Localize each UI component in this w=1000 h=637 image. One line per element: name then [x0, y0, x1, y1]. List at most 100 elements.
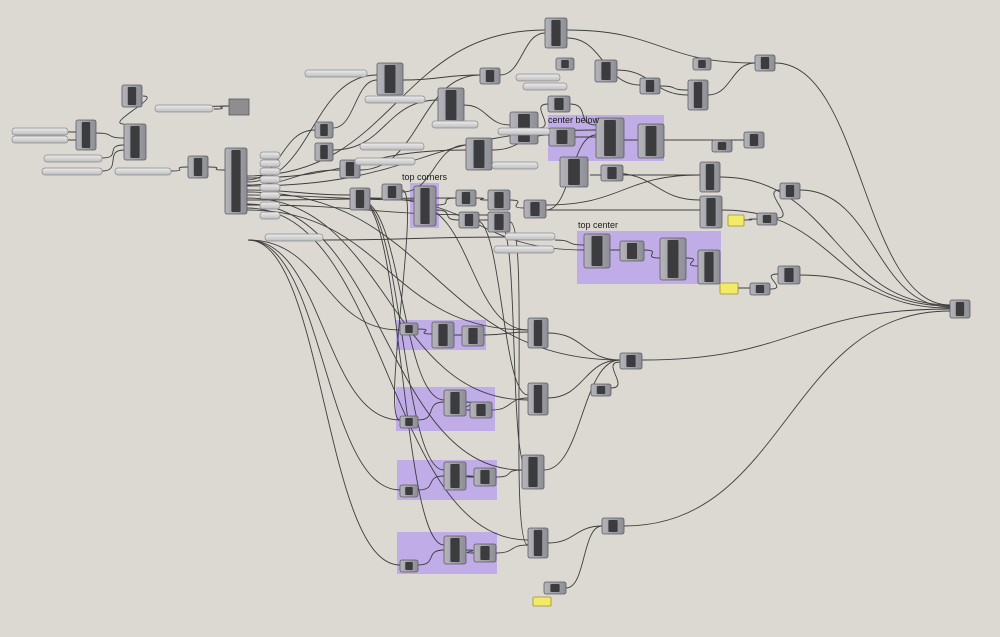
component-node[interactable]: [437, 87, 465, 123]
component-node[interactable]: [121, 84, 143, 108]
component-node[interactable]: [779, 182, 801, 200]
component-node[interactable]: [349, 187, 371, 211]
component-node[interactable]: [473, 467, 497, 487]
component-node[interactable]: [399, 322, 419, 336]
component-node[interactable]: [777, 265, 801, 285]
number-slider[interactable]: [354, 157, 416, 166]
component-node[interactable]: [339, 159, 361, 179]
yellow-panel[interactable]: [532, 596, 552, 607]
component-node[interactable]: [619, 240, 645, 262]
component-node[interactable]: [699, 161, 721, 193]
component-node[interactable]: [443, 535, 467, 565]
component-node[interactable]: [559, 156, 589, 188]
number-slider[interactable]: [41, 167, 103, 176]
number-slider[interactable]: [259, 201, 281, 210]
number-slider[interactable]: [259, 191, 281, 200]
number-slider[interactable]: [497, 127, 551, 136]
number-slider[interactable]: [114, 167, 172, 176]
component-node[interactable]: [413, 185, 437, 227]
component-node[interactable]: [187, 155, 209, 179]
component-node[interactable]: [697, 249, 721, 285]
number-slider[interactable]: [364, 95, 426, 104]
component-node[interactable]: [465, 137, 493, 171]
component-node[interactable]: [590, 383, 612, 397]
number-slider[interactable]: [515, 73, 561, 82]
component-node[interactable]: [687, 79, 709, 111]
component-node[interactable]: [548, 127, 576, 147]
number-slider[interactable]: [304, 69, 368, 78]
number-slider[interactable]: [259, 159, 281, 168]
number-slider[interactable]: [493, 245, 555, 254]
component-node[interactable]: [381, 183, 403, 201]
component-node[interactable]: [443, 461, 467, 491]
component-node[interactable]: [455, 189, 477, 207]
component-node[interactable]: [75, 119, 97, 151]
number-slider[interactable]: [359, 142, 425, 151]
component-node[interactable]: [443, 389, 467, 417]
wire: [435, 209, 460, 221]
component-node[interactable]: [431, 321, 455, 349]
component-node[interactable]: [461, 325, 485, 347]
component-node[interactable]: [527, 382, 549, 416]
component-node[interactable]: [479, 67, 501, 85]
number-slider[interactable]: [259, 175, 281, 184]
wire: [101, 149, 125, 172]
component-node[interactable]: [583, 233, 611, 269]
component-node[interactable]: [595, 117, 625, 159]
component-node[interactable]: [544, 17, 568, 49]
component-node[interactable]: [523, 199, 547, 219]
component-node[interactable]: [123, 123, 147, 161]
component-node[interactable]: [555, 57, 575, 71]
number-slider[interactable]: [504, 232, 556, 241]
number-slider[interactable]: [11, 127, 69, 136]
component-node[interactable]: [743, 131, 765, 149]
component-node[interactable]: [659, 237, 687, 281]
number-slider[interactable]: [259, 211, 281, 220]
number-slider[interactable]: [11, 135, 69, 144]
number-slider[interactable]: [522, 82, 568, 91]
component-node[interactable]: [594, 59, 618, 83]
component-node[interactable]: [376, 62, 404, 96]
component-node[interactable]: [487, 189, 511, 211]
number-slider[interactable]: [264, 233, 324, 242]
component-node[interactable]: [754, 54, 776, 72]
component-node[interactable]: [949, 299, 971, 319]
component-node[interactable]: [473, 543, 497, 563]
component-node[interactable]: [527, 527, 549, 559]
component-node[interactable]: [314, 142, 334, 162]
component-node[interactable]: [699, 195, 723, 229]
component-node[interactable]: [458, 211, 480, 229]
component-node[interactable]: [314, 121, 334, 139]
component-node[interactable]: [469, 401, 493, 419]
number-slider[interactable]: [154, 104, 214, 113]
component-node[interactable]: [224, 147, 248, 215]
component-node[interactable]: [399, 484, 419, 498]
component-node[interactable]: [749, 282, 771, 296]
component-node[interactable]: [756, 212, 778, 226]
component-node[interactable]: [601, 517, 625, 535]
number-slider[interactable]: [491, 161, 539, 170]
yellow-panel[interactable]: [719, 282, 739, 295]
component-node[interactable]: [639, 77, 661, 95]
number-slider[interactable]: [43, 154, 103, 163]
number-slider[interactable]: [259, 151, 281, 160]
component-node[interactable]: [543, 581, 567, 595]
component-node[interactable]: [619, 352, 643, 370]
wire: [743, 218, 758, 221]
panel-node[interactable]: [228, 98, 250, 116]
component-node[interactable]: [521, 454, 545, 490]
component-node[interactable]: [487, 211, 511, 233]
component-node[interactable]: [399, 415, 419, 429]
number-slider[interactable]: [259, 183, 281, 192]
number-slider[interactable]: [259, 167, 281, 176]
yellow-panel[interactable]: [727, 214, 745, 227]
number-slider[interactable]: [431, 120, 479, 129]
component-node[interactable]: [600, 164, 624, 182]
component-node[interactable]: [547, 95, 571, 113]
component-node[interactable]: [711, 139, 733, 153]
component-node[interactable]: [637, 123, 665, 159]
component-node[interactable]: [527, 317, 549, 349]
component-node[interactable]: [399, 559, 419, 573]
component-node[interactable]: [692, 57, 712, 71]
